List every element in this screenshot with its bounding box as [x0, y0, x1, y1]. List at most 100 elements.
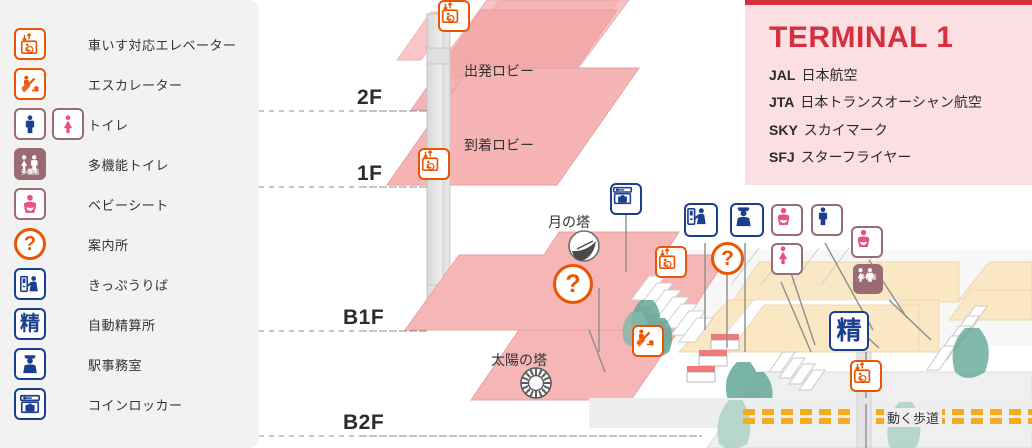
station-office-icon [14, 348, 46, 380]
legend-label-elevator: 車いす対応エレベーター [88, 37, 237, 53]
moving-walkway-label: 動く歩道 [884, 408, 943, 427]
escalator-icon [632, 325, 664, 357]
legend-label-information: 案内所 [88, 237, 129, 253]
multifunction-toilet-text: 多機能 [20, 170, 39, 176]
legend-item-coin-locker[interactable]: コインロッカー [0, 384, 259, 424]
airline-code: JTA [769, 94, 795, 111]
legend-label-toilet: トイレ [88, 117, 129, 133]
elevator-wheelchair-icon [655, 246, 687, 278]
information-icon: ? [14, 228, 46, 260]
ticket-office-icon [684, 203, 718, 237]
map-pin-elevator-wheelchair-1f[interactable] [418, 148, 450, 185]
legend-icons: 多機能 [14, 144, 46, 184]
legend-icons [14, 24, 46, 64]
airline-code: JAL [769, 67, 796, 83]
map-pin-information-concourse[interactable]: ? [711, 242, 744, 275]
airline-name: スターフライヤー [800, 148, 912, 165]
map-pin-ticket-office[interactable] [684, 203, 718, 242]
legend-icons [14, 344, 46, 384]
toilet-men-icon [811, 204, 843, 236]
legend-icons: ? [14, 224, 46, 264]
terminal-floor-map[interactable]: 2F 1F B1F B2F 出発ロビー 到着ロビー 月の塔 太陽の塔 動く歩道 [259, 0, 1032, 448]
facility-legend-panel: 車いす対応エレベーター [0, 0, 259, 448]
legend-icons [14, 184, 46, 224]
floor-label-2f: 2F [357, 86, 383, 109]
fare-adjustment-icon: 精 [829, 311, 869, 351]
airline-row-sfj: SFJ スターフライヤー [769, 144, 1032, 171]
legend-label-baby-seat: ベビーシート [88, 197, 169, 213]
map-pin-baby-seat-2[interactable] [851, 226, 883, 263]
elevator-wheelchair-icon [850, 360, 882, 392]
terminal-title: TERMINAL 1 [769, 21, 954, 54]
baby-seat-icon [14, 188, 46, 220]
map-pin-toilet-women[interactable] [771, 243, 803, 280]
legend-label-station-office: 駅事務室 [88, 357, 143, 373]
legend-label-ticket-office: きっぷうりば [88, 277, 169, 293]
airline-code: SKY [769, 121, 798, 138]
legend-item-elevator[interactable]: 車いす対応エレベーター [0, 24, 259, 64]
information-icon: ? [553, 264, 593, 304]
legend-label-multifunction-toilet: 多機能トイレ [88, 157, 170, 173]
fare-adjustment-text: 精 [20, 313, 40, 335]
legend-icons: 精 [14, 304, 46, 344]
elevator-wheelchair-icon [14, 28, 46, 60]
coin-locker-icon [610, 183, 642, 215]
floor-label-1f: 1F [357, 162, 383, 185]
map-pin-escalator[interactable] [632, 325, 664, 362]
legend-item-ticket-office[interactable]: きっぷうりば [0, 264, 259, 304]
map-pin-fare-adjustment[interactable]: 精 [829, 311, 869, 351]
legend-item-escalator[interactable]: エスカレーター [0, 64, 259, 104]
legend-icons [14, 104, 84, 144]
legend-item-multifunction-toilet[interactable]: 多機能 多機能トイレ [0, 144, 259, 184]
legend-label-fare-adjustment: 自動精算所 [88, 317, 156, 333]
map-pin-elevator-wheelchair-bottom[interactable] [850, 360, 882, 397]
legend-item-toilet[interactable]: トイレ [0, 104, 259, 144]
map-graphics [259, 0, 1032, 448]
legend-item-baby-seat[interactable]: ベビーシート [0, 184, 259, 224]
floor-label-b2f: B2F [343, 411, 385, 434]
airline-row-jta: JTA 日本トランスオーシャン航空 [769, 89, 1032, 116]
legend-icons [14, 384, 46, 424]
place-label-sun-tower: 太陽の塔 [491, 352, 547, 368]
legend-label-escalator: エスカレーター [88, 77, 183, 93]
legend-label-coin-locker: コインロッカー [88, 397, 183, 413]
baby-seat-icon [771, 204, 803, 236]
map-pin-multifunction-toilet[interactable]: 多機能 [853, 264, 883, 294]
map-pin-information-b1f[interactable]: ? [553, 264, 593, 304]
airline-name: 日本航空 [801, 67, 858, 83]
toilet-women-icon [771, 243, 803, 275]
floor-label-b1f: B1F [343, 306, 385, 329]
airline-code: SFJ [769, 148, 795, 165]
map-pin-toilet-men[interactable] [811, 204, 843, 241]
airline-name: 日本トランスオーシャン航空 [800, 94, 982, 111]
station-office-icon [730, 203, 764, 237]
map-pin-elevator-wheelchair-b1f[interactable] [655, 246, 687, 283]
legend-item-station-office[interactable]: 駅事務室 [0, 344, 259, 384]
legend-item-information[interactable]: ? 案内所 [0, 224, 259, 264]
map-pin-elevator-wheelchair-top[interactable] [438, 0, 470, 37]
toilet-women-icon [52, 108, 84, 140]
fare-adjustment-text: 精 [836, 316, 862, 345]
place-label-departure-lobby: 出発ロビー [464, 63, 534, 79]
map-pin-coin-locker[interactable] [610, 183, 642, 220]
elevator-wheelchair-icon [438, 0, 470, 32]
legend-icons [14, 264, 46, 304]
elevator-wheelchair-icon [418, 148, 450, 180]
legend-icons [14, 64, 46, 104]
multifunction-toilet-icon: 多機能 [853, 264, 883, 294]
toilet-men-icon [14, 108, 46, 140]
legend-item-fare-adjustment[interactable]: 精 自動精算所 [0, 304, 259, 344]
multifunction-toilet-text: 多機能 [859, 274, 877, 281]
multifunction-toilet-icon: 多機能 [14, 148, 46, 180]
airline-row-jal: JAL 日本航空 [769, 62, 1032, 89]
information-icon: ? [711, 242, 744, 275]
escalator-icon [14, 68, 46, 100]
map-pin-baby-seat-1[interactable] [771, 204, 803, 241]
map-pin-station-office[interactable] [730, 203, 764, 242]
ticket-office-icon [14, 268, 46, 300]
fare-adjustment-icon: 精 [14, 308, 46, 340]
baby-seat-icon [851, 226, 883, 258]
